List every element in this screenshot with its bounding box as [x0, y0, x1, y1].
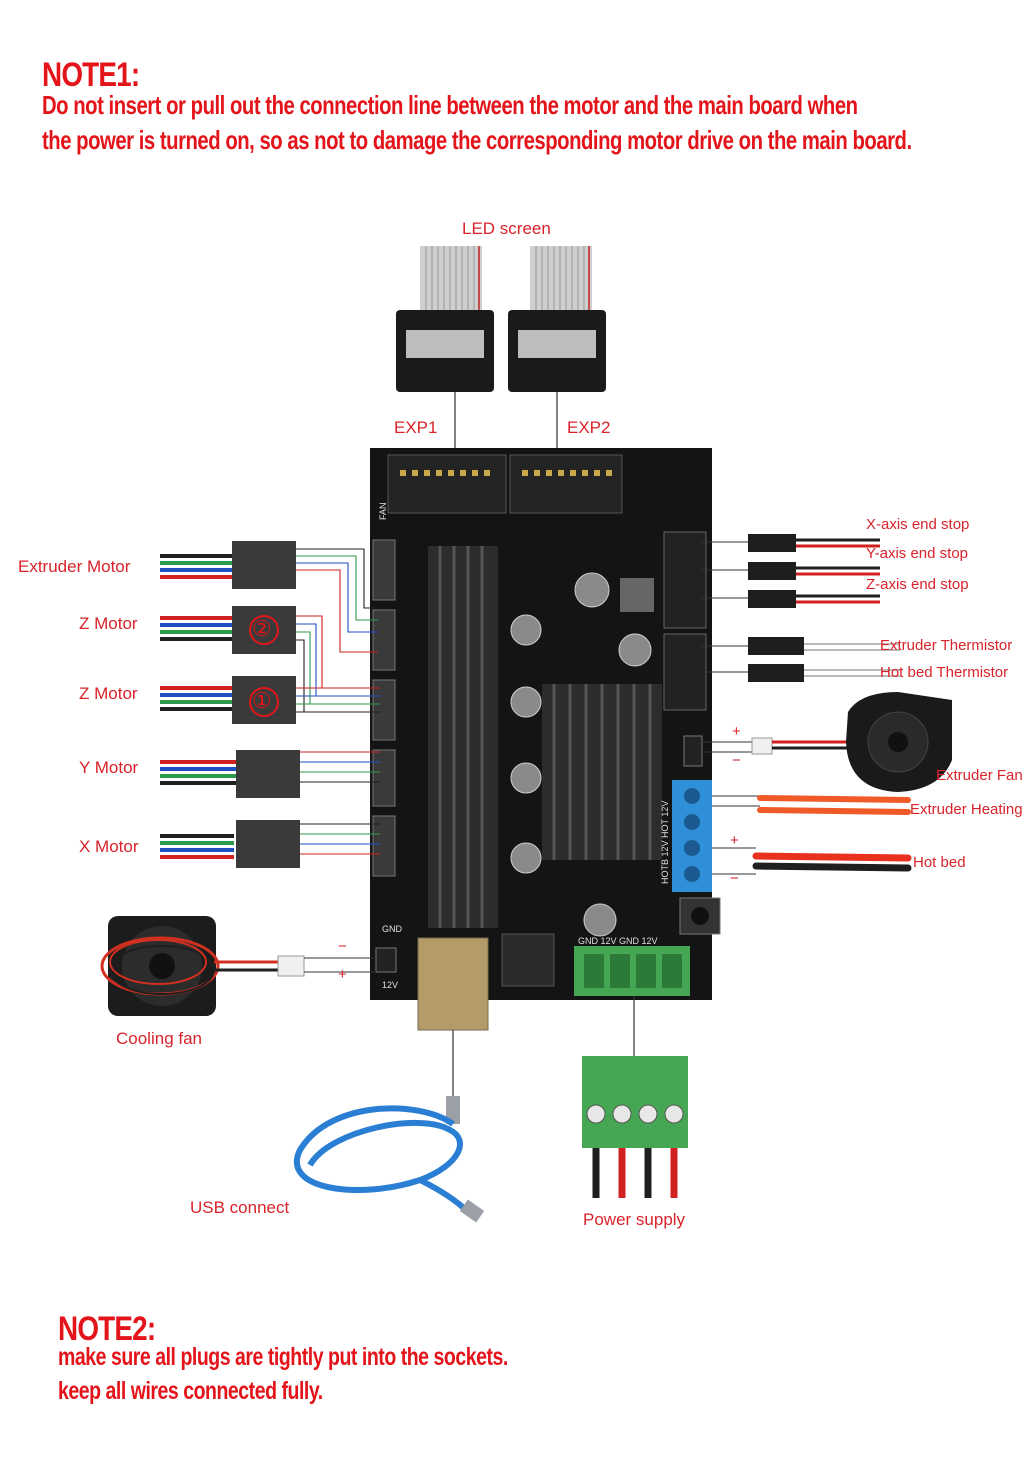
y-motor-connector — [160, 750, 300, 798]
usb-cable — [294, 1030, 485, 1223]
silk-gnd: GND — [382, 924, 402, 934]
label-z-motor-2: Z Motor — [79, 614, 138, 633]
power-supply-plug — [582, 996, 688, 1198]
label-hot-bed: Hot bed — [913, 854, 966, 871]
cooling-fan-minus-sign: − — [338, 938, 347, 955]
extruder-heating-wires — [712, 795, 911, 815]
note1-title: NOTE1: — [42, 56, 140, 94]
silk-hotb: HOTB 12V HOT 12V — [660, 800, 670, 884]
label-extruder-heating: Extruder Heating — [910, 801, 1023, 818]
label-extruder-motor: Extruder Motor — [18, 557, 131, 576]
extruder-motor-connector — [160, 541, 296, 589]
label-hot-bed-thermistor: Hot bed Thermistor — [880, 664, 1009, 681]
note1-line1: Do not insert or pull out the connection… — [42, 90, 858, 120]
motor-routing-lines — [296, 548, 380, 855]
note2-title: NOTE2: — [58, 1310, 156, 1348]
fan-minus-sign: − — [732, 752, 741, 769]
marker-z1: ① — [252, 688, 272, 713]
label-y-end-stop: Y-axis end stop — [866, 545, 969, 562]
label-exp2: EXP2 — [567, 418, 611, 437]
note2-line2: keep all wires connected fully. — [58, 1377, 323, 1405]
silk-fan: FAN — [378, 502, 388, 520]
z-motor-2-connector — [160, 606, 296, 654]
y-end-stop-connector — [700, 562, 880, 580]
label-exp1: EXP1 — [394, 418, 438, 437]
note2-line1: make sure all plugs are tightly put into… — [58, 1343, 508, 1371]
label-extruder-thermistor: Extruder Thermistor — [880, 637, 1013, 654]
label-power-supply: Power supply — [583, 1210, 686, 1229]
fan-plus-sign: + — [732, 723, 741, 740]
label-cooling-fan: Cooling fan — [116, 1029, 203, 1048]
label-z-motor-1: Z Motor — [79, 684, 138, 703]
label-extruder-fan: Extruder Fan — [936, 767, 1023, 784]
cooling-fan — [100, 916, 376, 1016]
label-x-end-stop: X-axis end stop — [866, 516, 970, 533]
led-ribbon-cable-1 — [396, 246, 494, 392]
x-motor-connector — [160, 820, 300, 868]
main-board — [370, 448, 721, 1031]
label-usb-connect: USB connect — [190, 1198, 290, 1217]
silk-12v: 12V — [382, 980, 399, 990]
led-ribbon-cable-2 — [508, 246, 606, 392]
label-z-end-stop: Z-axis end stop — [866, 576, 969, 593]
label-x-motor: X Motor — [79, 837, 139, 856]
extruder-fan — [700, 692, 952, 792]
hot-bed-thermistor-connector — [700, 664, 900, 682]
x-end-stop-connector — [700, 534, 880, 552]
extruder-thermistor-connector — [700, 637, 900, 655]
usb-port — [417, 937, 489, 1031]
label-led-screen: LED screen — [462, 219, 551, 238]
z-motor-1-connector — [160, 676, 296, 724]
hot-bed-wires — [712, 847, 912, 875]
note1-line2: the power is turned on, so as not to dam… — [42, 125, 912, 155]
silk-power-terminal: GND 12V GND 12V — [578, 936, 658, 946]
cooling-fan-plus-sign: + — [338, 966, 347, 983]
z-end-stop-connector — [700, 590, 880, 608]
hotbed-plus-sign: + — [730, 832, 739, 849]
hotbed-minus-sign: − — [730, 870, 739, 887]
marker-z2: ② — [252, 616, 272, 641]
label-y-motor: Y Motor — [79, 758, 139, 777]
